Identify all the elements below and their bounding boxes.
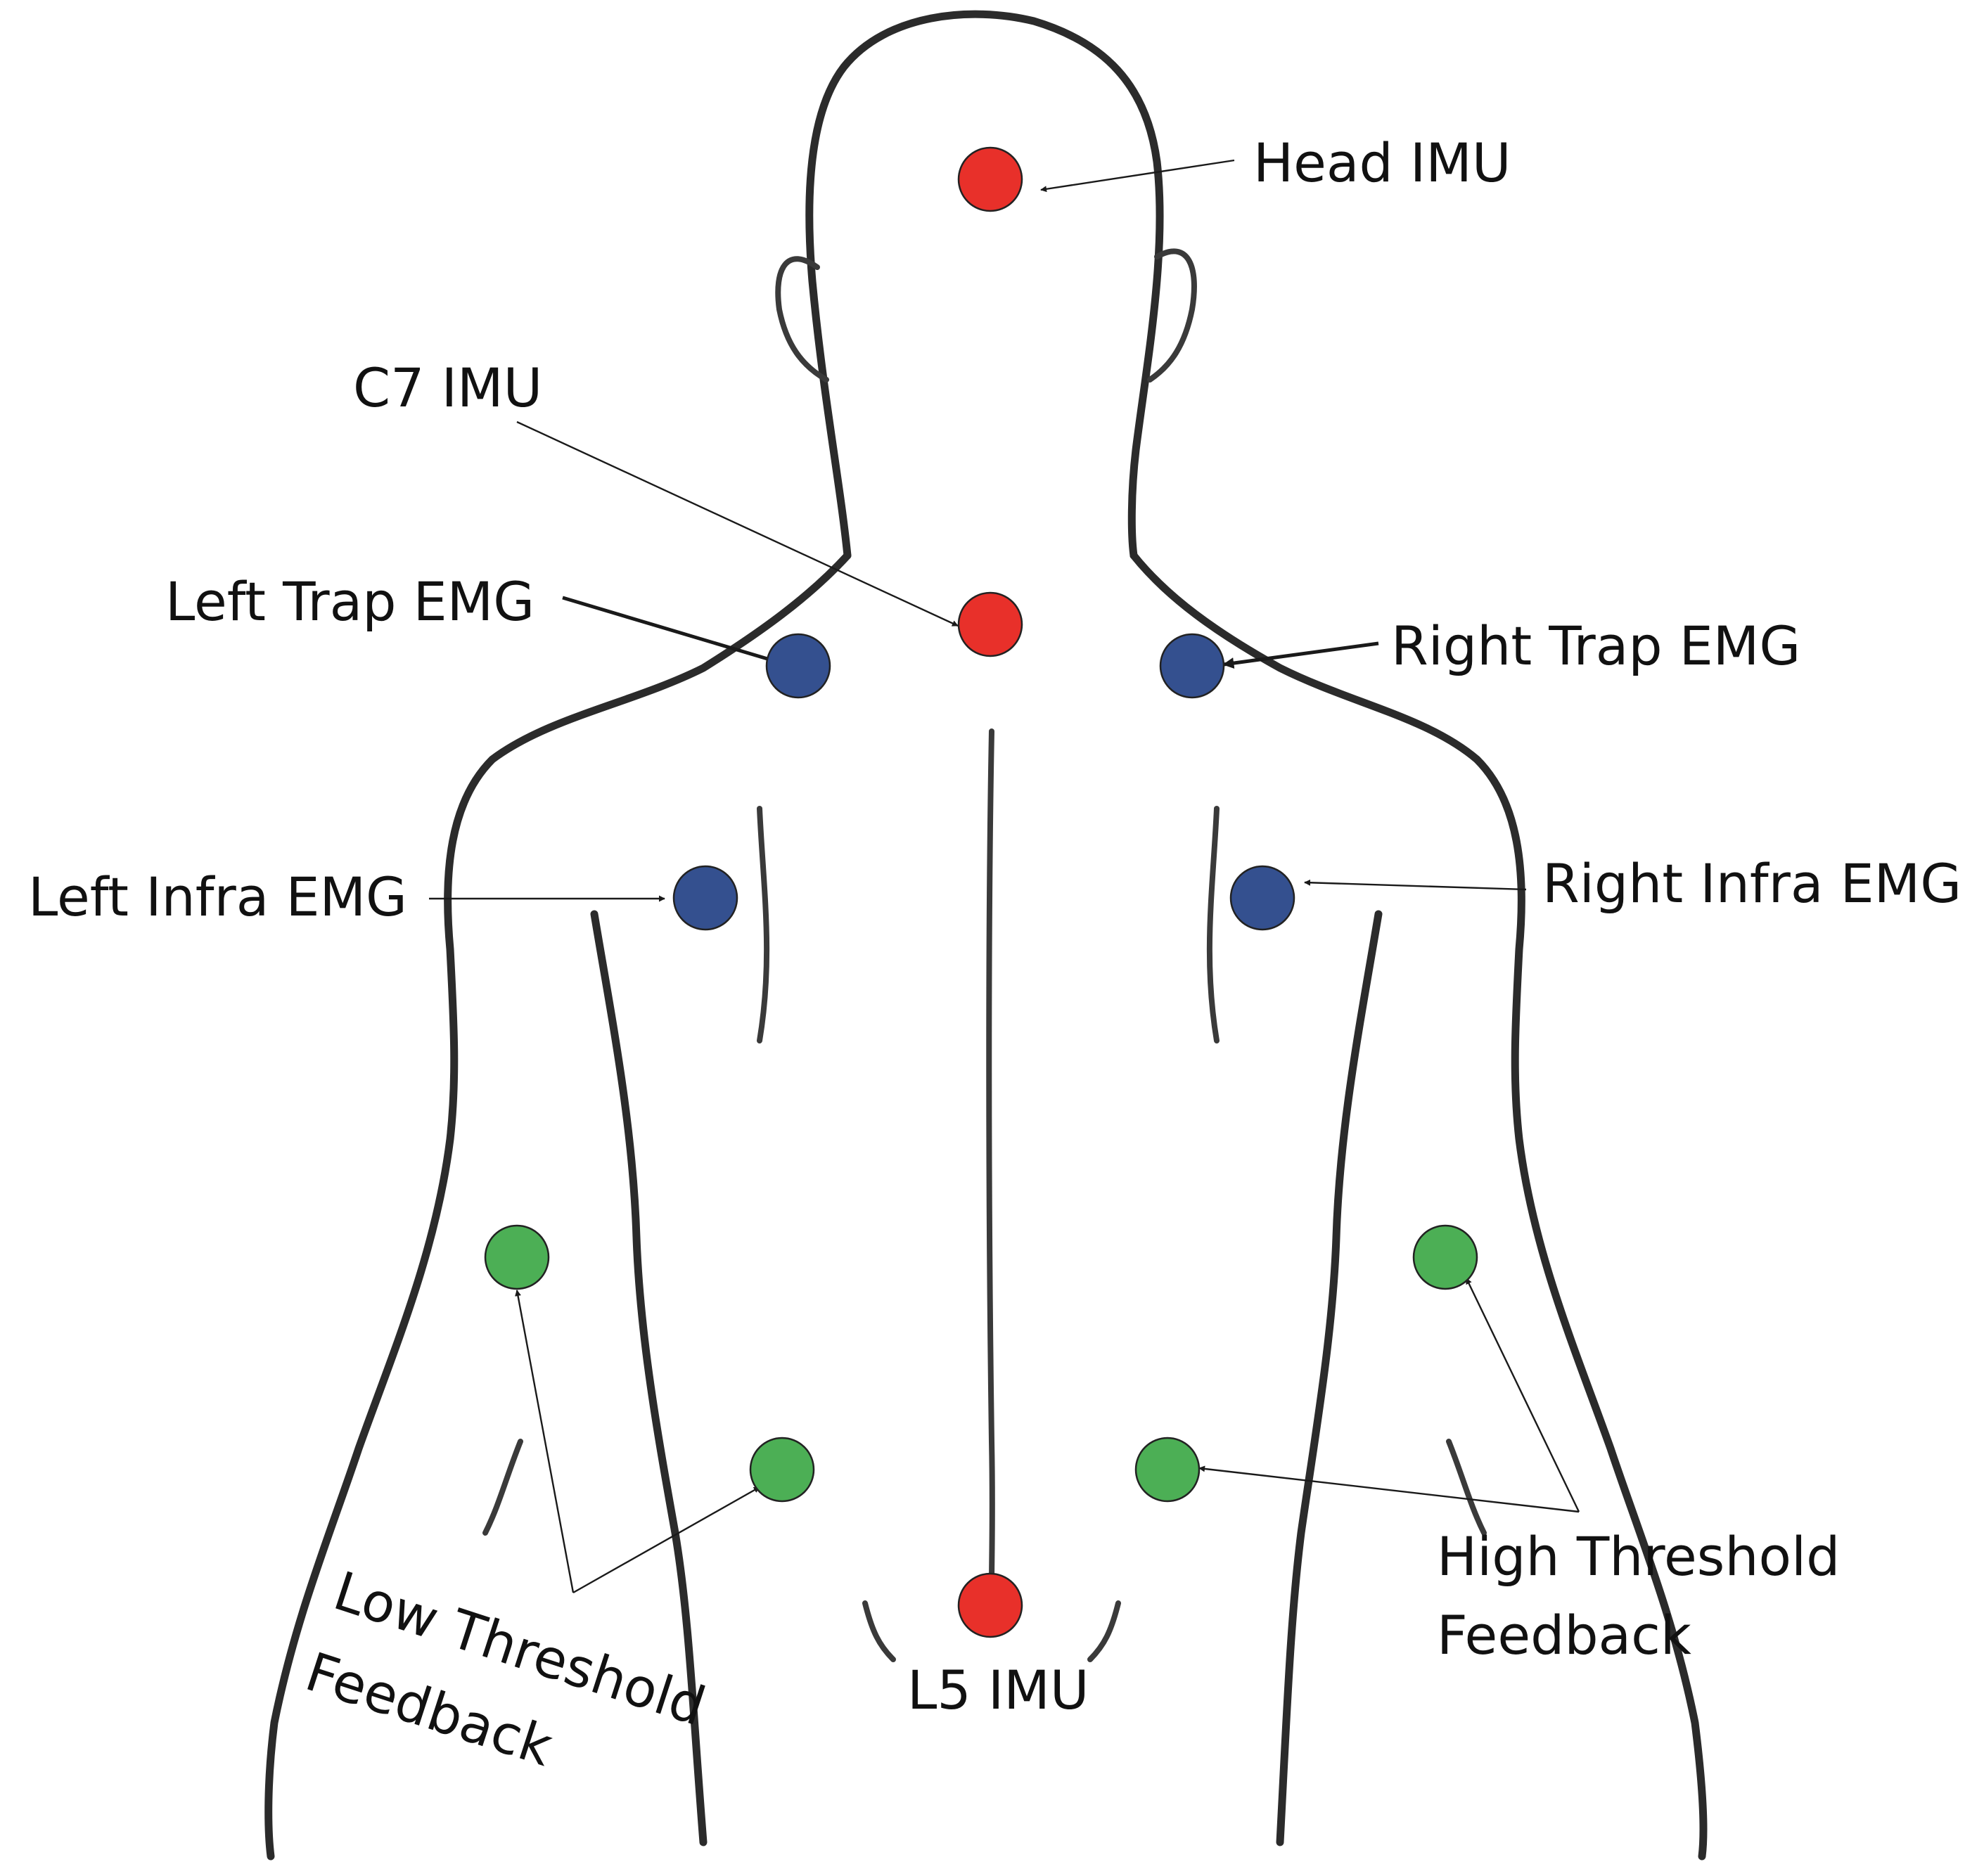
c7-imu-label: C7 IMU bbox=[353, 356, 542, 419]
left-trap-emg-arrow bbox=[562, 596, 781, 665]
head-imu-marker bbox=[957, 146, 1023, 212]
right-infra-emg-marker bbox=[1229, 865, 1295, 931]
high-threshold-label-line2: Feedback bbox=[1437, 1604, 1691, 1666]
left-torso-side bbox=[757, 806, 770, 1043]
l5-imu-marker bbox=[957, 1572, 1023, 1638]
c7-imu-marker bbox=[957, 591, 1023, 657]
head-imu-label: Head IMU bbox=[1253, 131, 1511, 194]
right-torso-side bbox=[1206, 806, 1220, 1043]
right-infra-emg-label: Right Infra EMG bbox=[1542, 852, 1961, 915]
labels: Head IMU C7 IMU Left Trap EMG Right Trap… bbox=[28, 131, 1961, 1778]
left-ear bbox=[775, 256, 829, 383]
lower-back-right-curve bbox=[1087, 1600, 1121, 1662]
left-elbow-crease bbox=[482, 1439, 523, 1536]
left-trap-emg-label: Left Trap EMG bbox=[165, 570, 535, 633]
right-infra-emg-arrow bbox=[1304, 879, 1527, 891]
low-threshold-arrow-upper bbox=[515, 1290, 575, 1593]
high-threshold-arrow-lower bbox=[1198, 1465, 1580, 1513]
high-threshold-lower-marker bbox=[1134, 1437, 1201, 1503]
right-arm-inner bbox=[1276, 910, 1383, 1846]
head-outline bbox=[805, 10, 1164, 560]
spine-line bbox=[986, 728, 995, 1585]
left-infra-emg-label: Left Infra EMG bbox=[28, 866, 407, 928]
left-arm-inner bbox=[590, 910, 708, 1846]
high-threshold-upper-marker bbox=[1412, 1224, 1478, 1290]
right-trap-emg-arrow bbox=[1222, 641, 1379, 669]
right-ear bbox=[1147, 248, 1197, 383]
low-threshold-lower-marker bbox=[749, 1437, 815, 1503]
lower-back-left-curve bbox=[862, 1600, 896, 1662]
left-infra-emg-marker bbox=[672, 865, 738, 931]
low-threshold-arrow-lower bbox=[572, 1486, 760, 1594]
high-threshold-label-line1: High Threshold bbox=[1437, 1525, 1840, 1588]
head-imu-arrow bbox=[1040, 159, 1235, 193]
sensor-markers bbox=[484, 146, 1478, 1638]
c7-imu-arrow bbox=[516, 420, 959, 627]
right-trap-emg-label: Right Trap EMG bbox=[1391, 615, 1800, 677]
high-threshold-arrow-upper bbox=[1465, 1278, 1580, 1512]
low-threshold-upper-marker bbox=[484, 1224, 550, 1290]
right-shoulder bbox=[1129, 551, 1708, 1861]
body-outline bbox=[264, 10, 1708, 1861]
leader-lines bbox=[429, 159, 1580, 1594]
left-trap-emg-marker bbox=[765, 633, 831, 699]
left-shoulder bbox=[264, 551, 852, 1861]
right-trap-emg-marker bbox=[1159, 633, 1225, 699]
right-elbow-crease bbox=[1446, 1439, 1487, 1536]
l5-imu-label: L5 IMU bbox=[907, 1659, 1089, 1721]
